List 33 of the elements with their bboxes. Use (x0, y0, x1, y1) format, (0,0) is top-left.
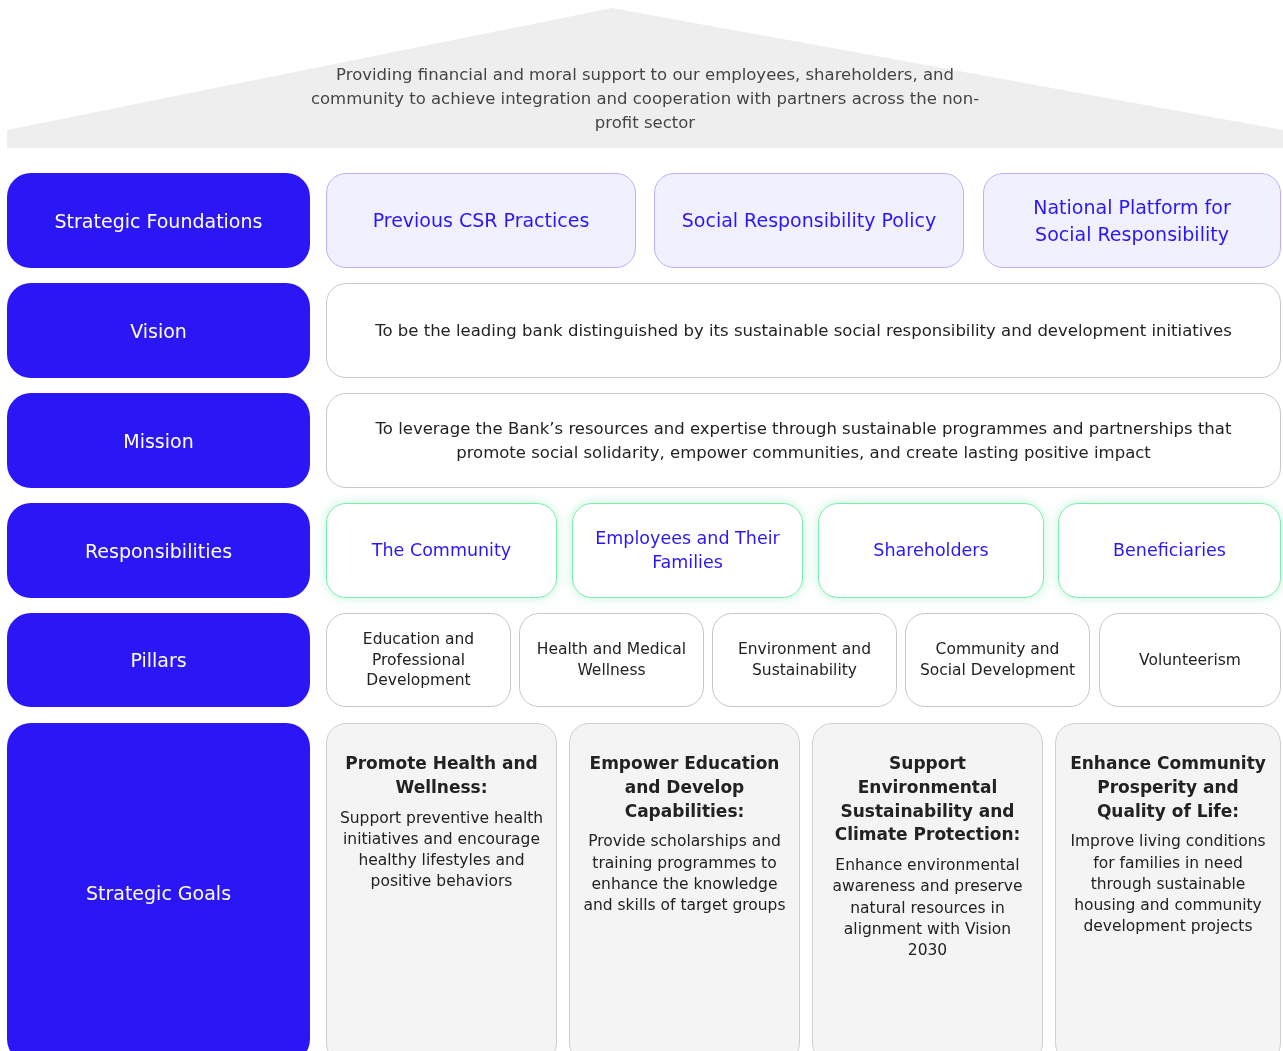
statement-card: To leverage the Bank’s resources and expertise through sustainable programmes and partnerships that promote social solidarity, empower communities, and create lasting positive impact (326, 393, 1281, 488)
goal-heading: Promote Health and Wellness: (344, 752, 539, 799)
foundation-card: Previous CSR Practices (326, 173, 636, 268)
goal-heading: Empower Education and Develop Capabilities: (588, 752, 781, 823)
goal-description: Provide scholarships and training programmes to enhance the knowledge and skills of target groups (582, 831, 787, 917)
goal-card (326, 723, 557, 1051)
statement-card: To be the leading bank distinguished by its sustainable social responsibility and development initiatives (326, 283, 1281, 378)
row-header: Responsibilities (7, 503, 310, 598)
roof-text: Providing financial and moral support to our employees, shareholders, and community to achieve integration and cooperation with partners across the non-profit sector (309, 64, 981, 134)
stakeholder-card: Shareholders (818, 503, 1044, 598)
pillar-card: Health and Medical Wellness (519, 613, 704, 707)
foundation-card: National Platform for Social Responsibility (983, 173, 1281, 268)
row-header: Strategic Goals (7, 723, 310, 1051)
goal-description: Improve living conditions for families in need through sustainable housing and community development projects (1069, 831, 1267, 938)
goal-description: Enhance environmental awareness and preserve natural resources in alignment with Vision 2030 (831, 855, 1024, 962)
pillar-card: Environment and Sustainability (712, 613, 897, 707)
row-header: Pillars (7, 613, 310, 707)
goal-description: Support preventive health initiatives and encourage healthy lifestyles and positive behaviors (339, 807, 544, 893)
pillar-card: Volunteerism (1099, 613, 1281, 707)
goal-card (569, 723, 800, 1051)
row-header: Mission (7, 393, 310, 488)
goal-card (812, 723, 1043, 1051)
row-header: Strategic Foundations (7, 173, 310, 268)
pillar-card: Education and Professional Development (326, 613, 511, 707)
stakeholder-card: The Community (326, 503, 557, 598)
stakeholder-card: Employees and Their Families (572, 503, 803, 598)
stakeholder-card: Beneficiaries (1058, 503, 1281, 598)
goal-heading: Support Environmental Sustainability and Climate Protection: (833, 752, 1022, 847)
pillar-card: Community and Social Development (905, 613, 1090, 707)
goal-heading: Enhance Community Prosperity and Quality of Life: (1069, 752, 1267, 823)
goal-card (1055, 723, 1281, 1051)
row-header: Vision (7, 283, 310, 378)
foundation-card: Social Responsibility Policy (654, 173, 964, 268)
